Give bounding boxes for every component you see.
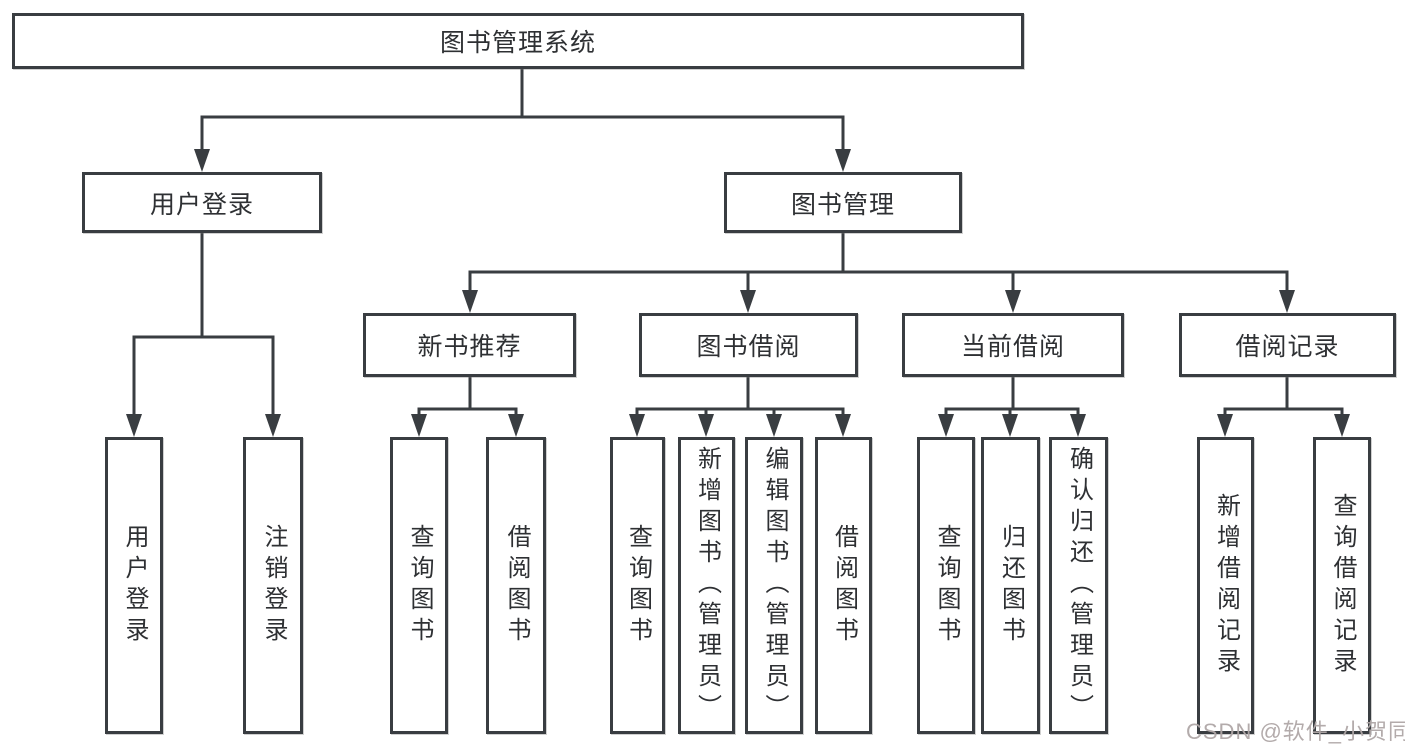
arrow-icon bbox=[835, 414, 851, 437]
connector-bookmgmt-to-level3 bbox=[468, 231, 1289, 296]
node-label: 图书借阅 bbox=[696, 333, 801, 361]
node-label: 新增图书（管理员） bbox=[693, 446, 721, 725]
leaf-user-login: 用户登录 bbox=[105, 437, 163, 734]
arrow-icon bbox=[508, 414, 524, 437]
leaf-return-books: 归还图书 bbox=[981, 437, 1040, 734]
arrow-icon bbox=[1217, 414, 1233, 437]
arrow-icon bbox=[126, 414, 142, 437]
leaf-add-borrow-record: 新增借阅记录 bbox=[1197, 437, 1254, 734]
node-label: 借阅图书 bbox=[830, 523, 858, 648]
node-label: 查询图书 bbox=[406, 523, 433, 648]
leaf-search-books-recommend: 查询图书 bbox=[390, 437, 448, 734]
node-borrowing-records: 借阅记录 bbox=[1179, 313, 1396, 377]
leaf-logout: 注销登录 bbox=[243, 437, 303, 734]
node-label: 编辑图书（管理员） bbox=[761, 446, 788, 725]
leaf-edit-books-admin: 编辑图书（管理员） bbox=[745, 437, 803, 734]
leaf-search-borrow-record: 查询借阅记录 bbox=[1313, 437, 1371, 734]
arrow-icon bbox=[629, 414, 645, 437]
node-label: 借阅记录 bbox=[1235, 333, 1340, 361]
arrow-icon bbox=[411, 414, 427, 437]
leaf-search-books-borrow: 查询图书 bbox=[610, 437, 665, 734]
node-new-book-recommendation: 新书推荐 bbox=[363, 313, 576, 377]
connector-root-to-level2 bbox=[200, 67, 845, 154]
node-label: 确认归还（管理员） bbox=[1065, 446, 1093, 725]
arrow-icon bbox=[1334, 414, 1350, 437]
leaf-confirm-return-admin: 确认归还（管理员） bbox=[1049, 437, 1108, 734]
connector-bookborrow-to-leaves bbox=[635, 375, 845, 420]
node-label: 借阅图书 bbox=[503, 523, 530, 648]
node-current-borrowing: 当前借阅 bbox=[902, 313, 1124, 377]
arrow-icon bbox=[1002, 414, 1018, 437]
arrow-icon bbox=[462, 290, 478, 313]
arrow-icon bbox=[265, 414, 281, 437]
node-library-management-system: 图书管理系统 bbox=[12, 13, 1024, 69]
arrow-icon bbox=[835, 149, 851, 172]
node-label: 图书管理 bbox=[790, 190, 895, 219]
node-label: 图书管理系统 bbox=[439, 29, 596, 57]
arrow-icon bbox=[194, 149, 210, 172]
arrow-icon bbox=[766, 414, 782, 437]
arrow-icon bbox=[698, 414, 714, 437]
node-label: 用户登录 bbox=[121, 523, 148, 648]
csdn-watermark: CSDN @软件_小贺同学 bbox=[1186, 719, 1405, 744]
leaf-borrow-books-recommend: 借阅图书 bbox=[486, 437, 546, 734]
node-label: 归还图书 bbox=[997, 523, 1025, 648]
node-label: 用户登录 bbox=[149, 190, 254, 219]
connector-newbook-to-leaves bbox=[417, 375, 518, 420]
arrowheads bbox=[126, 149, 1350, 437]
node-label: 新书推荐 bbox=[417, 333, 522, 361]
arrow-icon bbox=[938, 414, 954, 437]
node-label: 查询借阅记录 bbox=[1329, 492, 1356, 679]
node-label: 当前借阅 bbox=[960, 333, 1065, 361]
node-book-management: 图书管理 bbox=[724, 172, 962, 233]
connector-borrowrecord-to-leaves bbox=[1223, 375, 1344, 420]
node-label: 查询图书 bbox=[933, 523, 960, 648]
arrow-icon bbox=[740, 290, 756, 313]
leaf-borrow-books: 借阅图书 bbox=[815, 437, 872, 734]
node-label: 注销登录 bbox=[260, 523, 287, 648]
arrow-icon bbox=[1279, 290, 1295, 313]
connector-userlogin-to-leaves bbox=[132, 231, 275, 420]
connector-currentborrow-to-leaves bbox=[944, 375, 1080, 420]
node-book-borrowing: 图书借阅 bbox=[639, 313, 858, 377]
node-label: 查询图书 bbox=[624, 523, 652, 648]
node-label: 新增借阅记录 bbox=[1212, 492, 1240, 679]
node-user-login: 用户登录 bbox=[82, 172, 322, 233]
leaf-search-books-current: 查询图书 bbox=[917, 437, 975, 734]
leaf-add-books-admin: 新增图书（管理员） bbox=[678, 437, 735, 734]
arrow-icon bbox=[1005, 290, 1021, 313]
arrow-icon bbox=[1070, 414, 1086, 437]
